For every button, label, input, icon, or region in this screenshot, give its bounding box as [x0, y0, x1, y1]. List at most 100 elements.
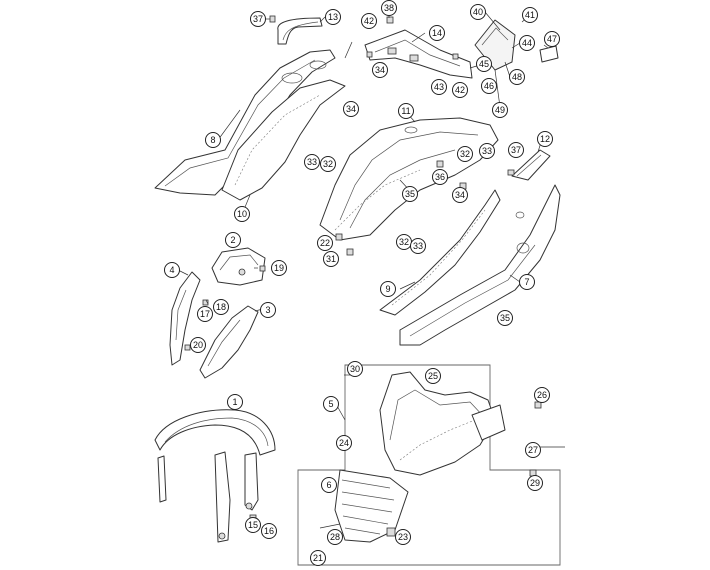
- rear-handle-part: [511, 149, 551, 181]
- callout-47: 47: [544, 31, 560, 47]
- callout-25: 25: [425, 368, 441, 384]
- assembly-frame: [297, 364, 561, 566]
- callout-label: 20: [193, 340, 203, 350]
- callout-22: 22: [317, 235, 333, 251]
- callout-label: 35: [500, 313, 510, 323]
- callout-6: 6: [321, 477, 337, 493]
- callout-label: 27: [528, 445, 538, 455]
- tank-cover-part: [319, 117, 499, 241]
- callout-40: 40: [470, 4, 486, 20]
- callout-label: 45: [479, 59, 489, 69]
- callout-24: 24: [336, 435, 352, 451]
- callout-label: 11: [401, 106, 410, 116]
- callout-26: 26: [534, 387, 550, 403]
- callout-label: 42: [364, 16, 374, 26]
- callout-label: 46: [484, 81, 494, 91]
- callout-label: 31: [326, 254, 336, 264]
- right-inner-panel-part: [379, 189, 501, 316]
- callout-19: 19: [271, 260, 287, 276]
- callout-label: 49: [495, 105, 505, 115]
- callout-33: 33: [304, 154, 320, 170]
- callout-label: 33: [482, 146, 492, 156]
- callout-28: 28: [327, 529, 343, 545]
- callout-label: 16: [264, 526, 274, 536]
- callout-label: 17: [200, 309, 210, 319]
- callout-21: 21: [310, 550, 326, 566]
- small-plate-part: [539, 45, 559, 63]
- callout-3: 3: [260, 302, 276, 318]
- callout-label: 35: [405, 189, 415, 199]
- callout-label: 38: [384, 3, 394, 13]
- callout-48: 48: [509, 69, 525, 85]
- callout-35: 35: [402, 186, 418, 202]
- callout-12: 12: [537, 131, 553, 147]
- callout-42: 42: [452, 82, 468, 98]
- callout-7: 7: [519, 274, 535, 290]
- callout-label: 2: [230, 235, 235, 245]
- callout-label: 8: [210, 135, 215, 145]
- callout-label: 3: [265, 305, 270, 315]
- callout-label: 19: [274, 263, 284, 273]
- callout-1: 1: [227, 394, 243, 410]
- callout-4: 4: [164, 262, 180, 278]
- callout-label: 1: [232, 397, 237, 407]
- callout-label: 42: [455, 85, 465, 95]
- callout-46: 46: [481, 78, 497, 94]
- callout-27: 27: [525, 442, 541, 458]
- callout-label: 33: [307, 157, 317, 167]
- callout-36: 36: [432, 169, 448, 185]
- callout-49: 49: [492, 102, 508, 118]
- callout-33: 33: [479, 143, 495, 159]
- callout-18: 18: [213, 299, 229, 315]
- callout-11: 11: [398, 103, 414, 119]
- callout-17: 17: [197, 306, 213, 322]
- right-side-panel-part: [399, 184, 561, 346]
- callout-label: 14: [432, 28, 442, 38]
- callout-13: 13: [325, 9, 341, 25]
- callout-label: 4: [169, 265, 174, 275]
- callout-38: 38: [381, 0, 397, 16]
- callout-5: 5: [323, 396, 339, 412]
- left-inner-panel-part: [221, 79, 346, 201]
- right-fork-cover-part: [199, 305, 259, 379]
- callout-29: 29: [527, 475, 543, 491]
- callout-label: 33: [413, 241, 423, 251]
- callout-label: 5: [328, 399, 333, 409]
- callout-label: 7: [524, 277, 529, 287]
- callout-23: 23: [395, 529, 411, 545]
- callout-label: 15: [248, 520, 258, 530]
- callout-label: 22: [320, 238, 330, 248]
- callout-31: 31: [323, 251, 339, 267]
- callout-label: 34: [346, 104, 356, 114]
- headlight-cover-part: [211, 247, 266, 286]
- callout-label: 26: [537, 390, 547, 400]
- left-fork-cover-part: [169, 271, 201, 366]
- callout-label: 30: [350, 364, 360, 374]
- callout-label: 12: [540, 134, 550, 144]
- callout-15: 15: [245, 517, 261, 533]
- callout-41: 41: [522, 7, 538, 23]
- callout-35: 35: [497, 310, 513, 326]
- callout-8: 8: [205, 132, 221, 148]
- callout-label: 48: [512, 72, 522, 82]
- callout-label: 37: [511, 145, 521, 155]
- callout-label: 32: [460, 149, 470, 159]
- callout-label: 44: [522, 38, 532, 48]
- rear-tail-part: [379, 371, 506, 476]
- callout-32: 32: [457, 146, 473, 162]
- callout-label: 34: [375, 65, 385, 75]
- callout-37: 37: [250, 11, 266, 27]
- callout-label: 41: [525, 10, 535, 20]
- callout-20: 20: [190, 337, 206, 353]
- callout-34: 34: [343, 101, 359, 117]
- callout-label: 37: [253, 14, 263, 24]
- tail-light-part: [334, 469, 409, 543]
- callout-label: 29: [530, 478, 540, 488]
- callout-34: 34: [372, 62, 388, 78]
- callout-label: 21: [313, 553, 323, 563]
- callout-group: 1234567891011121314151617181920212223242…: [164, 0, 560, 566]
- callout-34: 34: [452, 187, 468, 203]
- callout-33: 33: [410, 238, 426, 254]
- callout-16: 16: [261, 523, 277, 539]
